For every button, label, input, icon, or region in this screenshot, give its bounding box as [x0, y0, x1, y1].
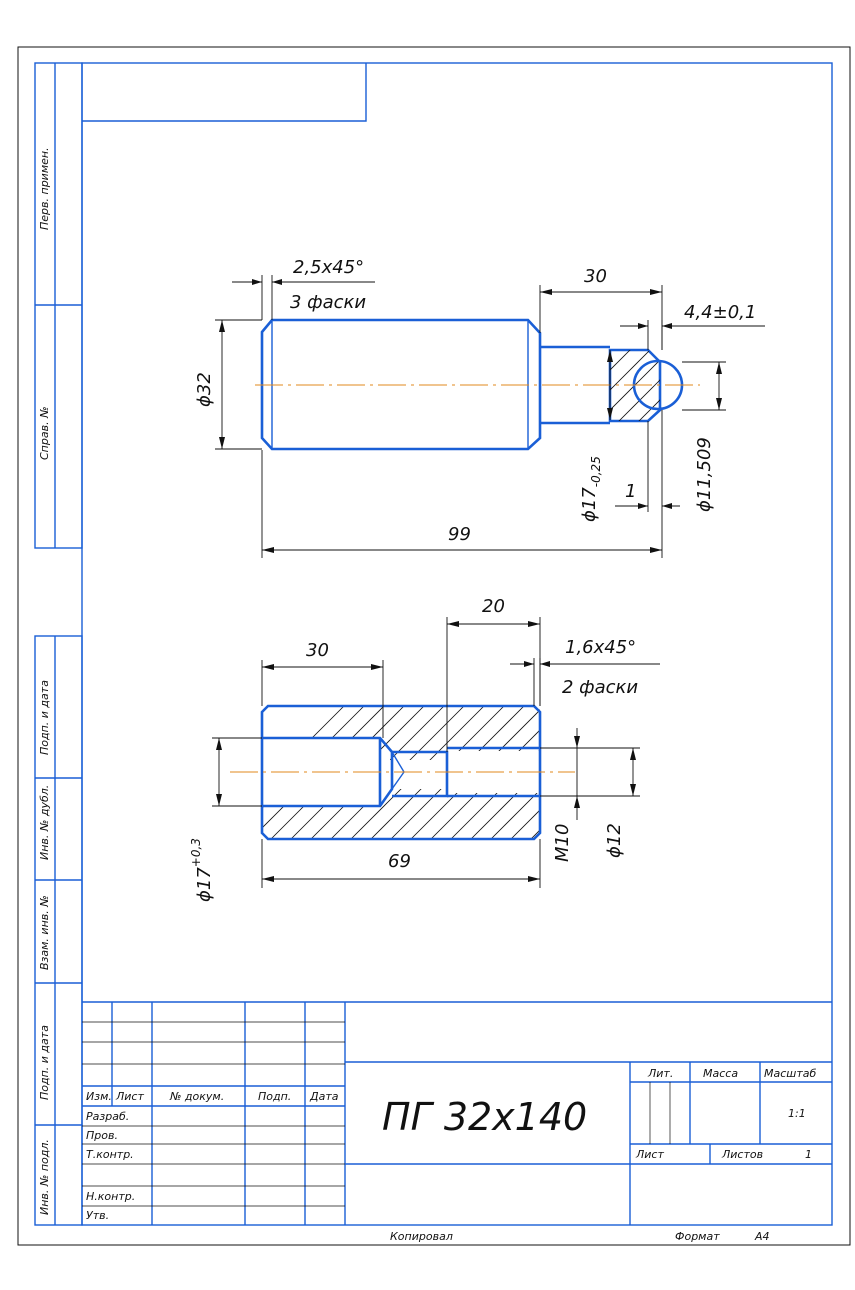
part2-body	[260, 704, 542, 841]
tb-hdr-lit: Лит.	[647, 1067, 673, 1080]
side-label-perv-primen: Перв. примен.	[38, 147, 51, 230]
tb-sheet-label: Лист	[635, 1148, 664, 1161]
part2-thread-m10: M10	[552, 824, 573, 862]
part1-dia-11509: ϕ11,509	[694, 437, 715, 512]
part2-len-69: 69	[388, 851, 411, 872]
tb-col-data: Дата	[309, 1090, 339, 1103]
part1-len-30: 30	[584, 266, 607, 287]
tb-col-list: Лист	[115, 1090, 144, 1103]
side-label-inv-dubl: Инв. № дубл.	[38, 785, 51, 860]
part1-dia-17-tol: -0,25	[589, 456, 603, 487]
part2-chamfer-note: 2 фаски	[562, 677, 638, 698]
sheet-outer-border	[17, 46, 851, 1246]
side-strips	[34, 62, 83, 1226]
side-label-sprav: Справ. №	[38, 406, 51, 460]
part2-dia-12: ϕ12	[604, 823, 625, 858]
part1-dimensions	[215, 275, 765, 558]
tb-col-no-dokum: № докум.	[169, 1090, 224, 1103]
tb-hdr-massa: Масса	[703, 1067, 738, 1080]
part1-dia-17-text: ϕ17-0,25	[579, 456, 603, 522]
part2-dia-17-tol: +0,3	[189, 838, 203, 867]
footer-copied: Копировал	[390, 1230, 453, 1243]
side-label-podp-data-2: Подп. и дата	[38, 1025, 51, 1100]
part2-bore-left	[262, 736, 394, 808]
tb-row-razrab: Разраб.	[86, 1110, 129, 1123]
part2-len-20: 20	[482, 596, 505, 617]
part1-dia-17-base: ϕ17	[579, 487, 600, 522]
part1-chamfer-note: 3 фаски	[290, 292, 366, 313]
part1-dim-1: 1	[625, 481, 636, 502]
part1-body	[260, 318, 542, 451]
footer-format-label: Формат	[675, 1230, 720, 1243]
part1-chamfer-label: 2,5x45°	[293, 257, 364, 278]
part1-len-99: 99	[448, 524, 471, 545]
part1-dia-32: ϕ32	[194, 372, 215, 407]
part1-tol-44: 4,4±0,1	[684, 302, 756, 323]
tb-col-izm: Изм.	[86, 1090, 112, 1103]
side-label-inv-podl: Инв. № подл.	[38, 1139, 51, 1215]
side-label-podp-data-1: Подп. и дата	[38, 680, 51, 755]
tb-row-nkontr: Н.контр.	[86, 1190, 135, 1203]
part2-bore-mid	[392, 750, 449, 798]
footer-format-value: A4	[754, 1230, 770, 1243]
part1-neck	[540, 345, 610, 425]
tb-col-podp: Подп.	[258, 1090, 291, 1103]
tb-scale-value: 1:1	[788, 1107, 806, 1120]
part1-pin	[255, 318, 700, 451]
part2-dimensions	[212, 617, 660, 888]
side-label-vzam-inv: Взам. инв. №	[38, 895, 51, 970]
tb-sheets-label: Листов	[721, 1148, 763, 1161]
tb-hdr-masshtab: Масштаб	[764, 1067, 816, 1080]
designation: ПГ 32x140	[382, 1095, 587, 1139]
part2-len-30: 30	[306, 640, 329, 661]
tb-row-utv: Утв.	[86, 1209, 109, 1222]
top-left-box	[82, 63, 367, 122]
part2-dia-17-text: ϕ17+0,3	[189, 838, 215, 902]
tb-row-prov: Пров.	[86, 1129, 118, 1142]
title-block	[82, 1001, 832, 1225]
tb-row-tkontr: Т.контр.	[86, 1148, 134, 1161]
part2-dia-17-base: ϕ17	[194, 867, 215, 902]
part2-chamfer-label: 1,6x45°	[565, 637, 636, 658]
drawing-frame	[81, 62, 833, 1226]
tb-sheets-value: 1	[805, 1148, 812, 1161]
